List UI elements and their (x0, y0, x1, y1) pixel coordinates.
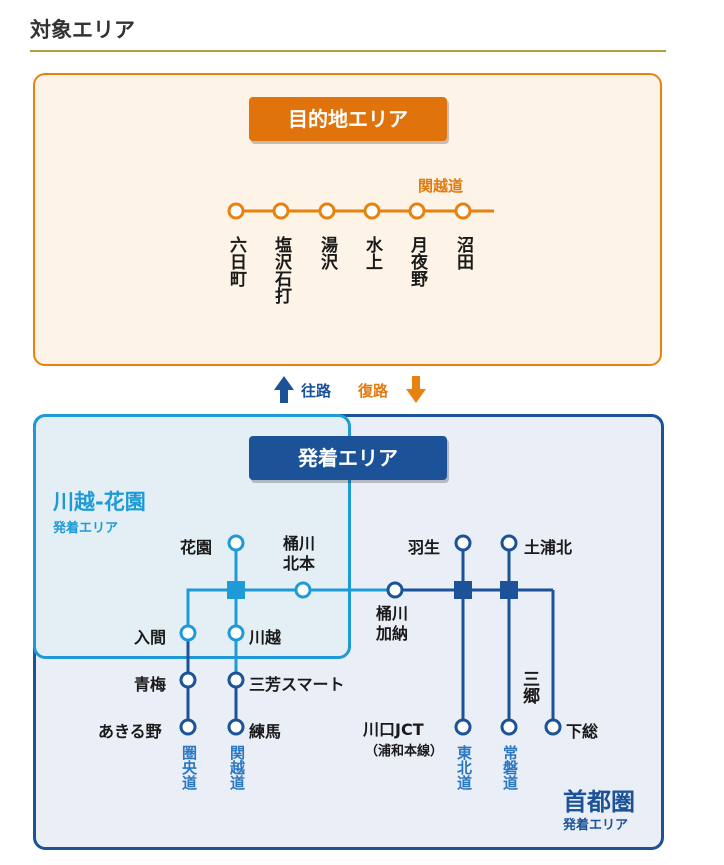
destination-road-label: 関越道 (418, 177, 464, 195)
station-marker-akiruno (179, 718, 197, 736)
station-marker-miyoshi (227, 671, 245, 689)
okegawa-kano-line2: 加納 (376, 624, 409, 643)
destination-area-badge: 目的地エリア (249, 97, 447, 141)
station-marker-tsuchiura-kita (500, 534, 518, 552)
station-marker-muikamachi (227, 202, 245, 220)
destination-station-shiozawa: 塩沢石打 (271, 236, 291, 304)
outbound-arrow-icon (274, 376, 294, 403)
station-marker-numata (454, 202, 472, 220)
station-marker-nerima (227, 718, 245, 736)
station-label-kawaguchi-jct: 川口JCT (363, 720, 424, 739)
road-label-kenodo: 圏央道 (180, 745, 198, 790)
tsurugashima-junction (227, 581, 245, 599)
outbound-label: 往路 (301, 382, 332, 400)
station-marker-hanazono (227, 534, 245, 552)
station-marker-yuzawa (318, 202, 336, 220)
kuki-junction (454, 581, 472, 599)
road-label-tohoku: 東北道 (455, 745, 473, 790)
station-label-ome: 青梅 (134, 675, 167, 694)
station-label-akiruno: あきる野 (98, 722, 162, 741)
station-label-shimofusa: 下総 (566, 722, 599, 741)
station-marker-shimofusa (544, 718, 562, 736)
return-label: 復路 (358, 382, 389, 400)
road-label-kanetsu: 関越道 (228, 745, 246, 790)
station-label-misato: 三郷 (519, 670, 539, 704)
station-marker-tsukiyono (408, 202, 426, 220)
station-label-kawagoe: 川越 (249, 628, 282, 647)
station-label-tsuchiura-kita: 土浦北 (524, 538, 573, 557)
page-title: 対象エリア (30, 18, 135, 42)
destination-station-tsukiyono: 月夜野 (407, 236, 427, 287)
shutoken-title: 首都圏 (563, 788, 635, 816)
destination-station-muikamachi: 六日町 (226, 236, 246, 287)
station-label-iruma: 入間 (134, 628, 167, 647)
kenodo-connector-line (186, 588, 395, 633)
station-marker-iruma (179, 624, 197, 642)
kawagoe-hanazono-title: 川越‐花園 (53, 490, 146, 514)
okegawa-kitamoto-line2: 北本 (283, 554, 316, 573)
station-marker-shiozawa (272, 202, 290, 220)
station-label-nerima: 練馬 (249, 722, 282, 741)
title-divider (30, 50, 666, 52)
station-marker-ome (179, 671, 197, 689)
station-marker-kawagoe (227, 624, 245, 642)
station-marker-minakami (363, 202, 381, 220)
return-arrow-icon (406, 376, 426, 403)
station-label-hanyu: 羽生 (408, 538, 441, 557)
station-marker-misato (500, 718, 518, 736)
station-marker-okegawa-kitamoto (294, 581, 312, 599)
station-label-okegawa-kitamoto: 桶川 北本 (283, 534, 315, 574)
destination-station-minakami: 水上 (362, 236, 382, 270)
station-marker-hanyu (454, 534, 472, 552)
station-marker-kawaguchi (454, 718, 472, 736)
destination-station-numata: 沼田 (453, 236, 473, 270)
okegawa-kitamoto-line1: 桶川 (283, 534, 316, 553)
station-note-urawa: （浦和本線） (365, 744, 444, 759)
shutoken-subtitle: 発着エリア (563, 818, 629, 833)
destination-station-yuzawa: 湯沢 (317, 236, 337, 270)
okegawa-kano-line1: 桶川 (376, 604, 409, 623)
departure-area-badge: 発着エリア (249, 436, 447, 480)
station-marker-okegawa-kano (386, 581, 404, 599)
tsukuba-junction (500, 581, 518, 599)
road-label-joban: 常磐道 (501, 745, 519, 790)
station-label-miyoshi-smart: 三芳スマート (249, 675, 345, 694)
station-label-okegawa-kano: 桶川 加納 (376, 604, 408, 644)
station-label-hanazono: 花園 (180, 538, 213, 557)
kawagoe-hanazono-subtitle: 発着エリア (53, 521, 119, 536)
